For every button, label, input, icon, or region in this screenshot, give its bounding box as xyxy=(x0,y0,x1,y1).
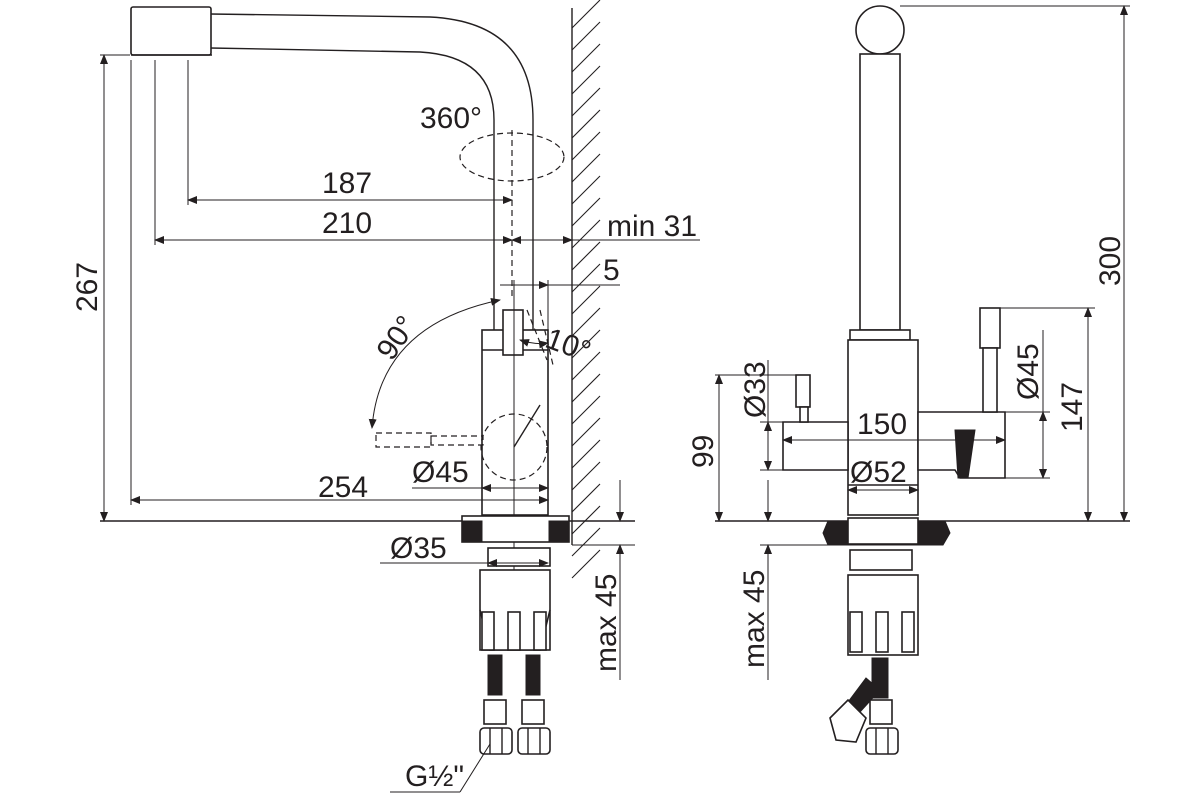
filter-water-lever xyxy=(979,307,1001,349)
spout-aerator xyxy=(130,6,212,56)
hatch-line xyxy=(571,505,601,535)
hose-left-1 xyxy=(487,654,503,696)
label-lever-diameter: Ø33 xyxy=(739,361,772,418)
hose-nut-right-1 xyxy=(865,727,899,755)
left-view: 360° 187 210 min 31 5 90° 10° Ø45 254 26… xyxy=(71,0,700,793)
hatch-line xyxy=(571,461,601,491)
labels-left: 360° 187 210 min 31 5 90° 10° Ø45 254 26… xyxy=(71,102,697,793)
hatch-line xyxy=(571,527,601,557)
label-height-300: 300 xyxy=(1094,236,1127,286)
label-reach-187: 187 xyxy=(322,167,372,200)
wall xyxy=(571,0,601,579)
label-tilt-angle: 10° xyxy=(541,322,595,369)
hatch-line xyxy=(571,0,601,29)
hatch-line xyxy=(571,351,601,381)
label-swivel-angle: 360° xyxy=(420,102,482,135)
spout-column xyxy=(849,5,911,341)
label-base-diameter: Ø35 xyxy=(390,532,447,565)
lever-handle xyxy=(502,309,524,356)
label-lever-height: 147 xyxy=(1056,382,1089,432)
hatch-line xyxy=(571,219,601,249)
label-thread: G½" xyxy=(405,760,464,793)
label-max-thickness-right: max 45 xyxy=(738,570,771,668)
label-offset: 5 xyxy=(603,254,620,287)
hatch-line xyxy=(571,197,601,227)
label-body-width: 150 xyxy=(857,408,907,441)
hatch-line xyxy=(571,329,601,359)
label-total-height: 267 xyxy=(71,262,104,312)
hatch-line xyxy=(571,285,601,315)
cold-water-lever xyxy=(795,374,811,408)
hatch-line xyxy=(571,109,601,139)
hatch-line xyxy=(571,417,601,447)
label-max-thickness: max 45 xyxy=(590,574,623,672)
label-body-height: 99 xyxy=(687,435,720,468)
hatch-line xyxy=(571,307,601,337)
hatch-line xyxy=(571,241,601,271)
label-reach-210: 210 xyxy=(322,207,372,240)
hatch-line xyxy=(571,439,601,469)
dimensions-right xyxy=(715,5,1130,680)
hatch-line xyxy=(571,373,601,403)
right-view: 300 Ø33 Ø45 150 99 147 Ø52 max 45 xyxy=(687,5,1130,755)
hose-nut-left-1 xyxy=(479,727,513,755)
hatch-line xyxy=(571,65,601,95)
label-knob-diameter: Ø45 xyxy=(1012,343,1045,400)
hatch-line xyxy=(571,263,601,293)
label-base-diameter-right: Ø52 xyxy=(850,456,907,489)
hatch-line xyxy=(571,175,601,205)
hatch-line xyxy=(571,395,601,425)
label-lever-angle: 90° xyxy=(370,310,423,366)
hose-nut-right-2 xyxy=(829,698,867,743)
wall-hatching xyxy=(571,0,601,579)
spout-top xyxy=(855,5,905,55)
mounting-assembly-left xyxy=(479,547,551,755)
hose-nut-left-2 xyxy=(517,727,551,755)
mounting-assembly-right xyxy=(829,549,919,755)
labels-right: 300 Ø33 Ø45 150 99 147 Ø52 max 45 xyxy=(687,236,1127,668)
hatch-line xyxy=(571,549,601,579)
hatch-line xyxy=(571,21,601,51)
hatch-line xyxy=(571,483,601,513)
hose-left-2 xyxy=(525,654,541,696)
dimensions-left xyxy=(100,54,700,793)
label-wall-clearance: min 31 xyxy=(607,210,697,243)
hatch-line xyxy=(571,87,601,117)
spout xyxy=(130,6,534,330)
hatch-line xyxy=(571,43,601,73)
label-total-reach: 254 xyxy=(318,471,368,504)
faucet-body-right xyxy=(782,307,1006,516)
hatch-line xyxy=(571,131,601,161)
hatch-line xyxy=(571,153,601,183)
label-body-diameter: Ø45 xyxy=(412,456,469,489)
